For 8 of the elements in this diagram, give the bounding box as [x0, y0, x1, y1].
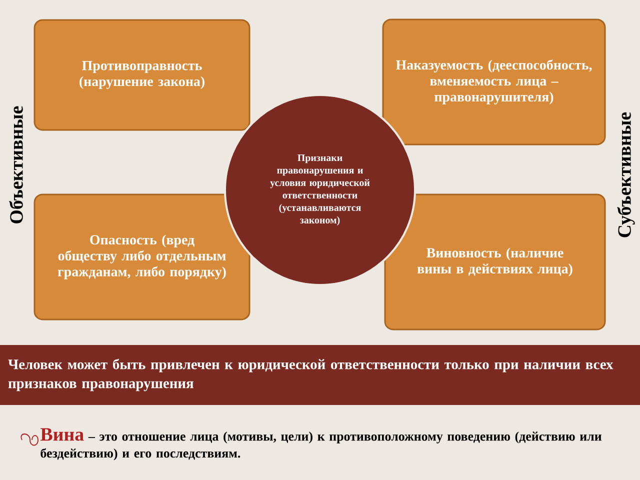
definition-text: Вина – это отношение лица (мотивы, цели) к противоположному поведению (действию или бездействию) и его последствиям.	[40, 428, 602, 460]
sign-box: Опасность (вред обществу либо отдельным гражданам, либо порядку)	[34, 194, 250, 320]
conclusion-banner: Человек может быть привлечен к юридической ответственности только при наличии всех признаков правонарушения	[0, 345, 640, 405]
sign-box: Наказуемость (дееспособность, вменяемость лица – правонарушителя)	[382, 18, 606, 146]
side-label: Объективные	[9, 106, 23, 224]
sign-box: Противоправность (нарушение закона)	[34, 19, 250, 131]
side-label: Субъективные	[617, 112, 635, 238]
sign-box: Виновность (наличие вины в действиях лица)	[384, 194, 606, 330]
